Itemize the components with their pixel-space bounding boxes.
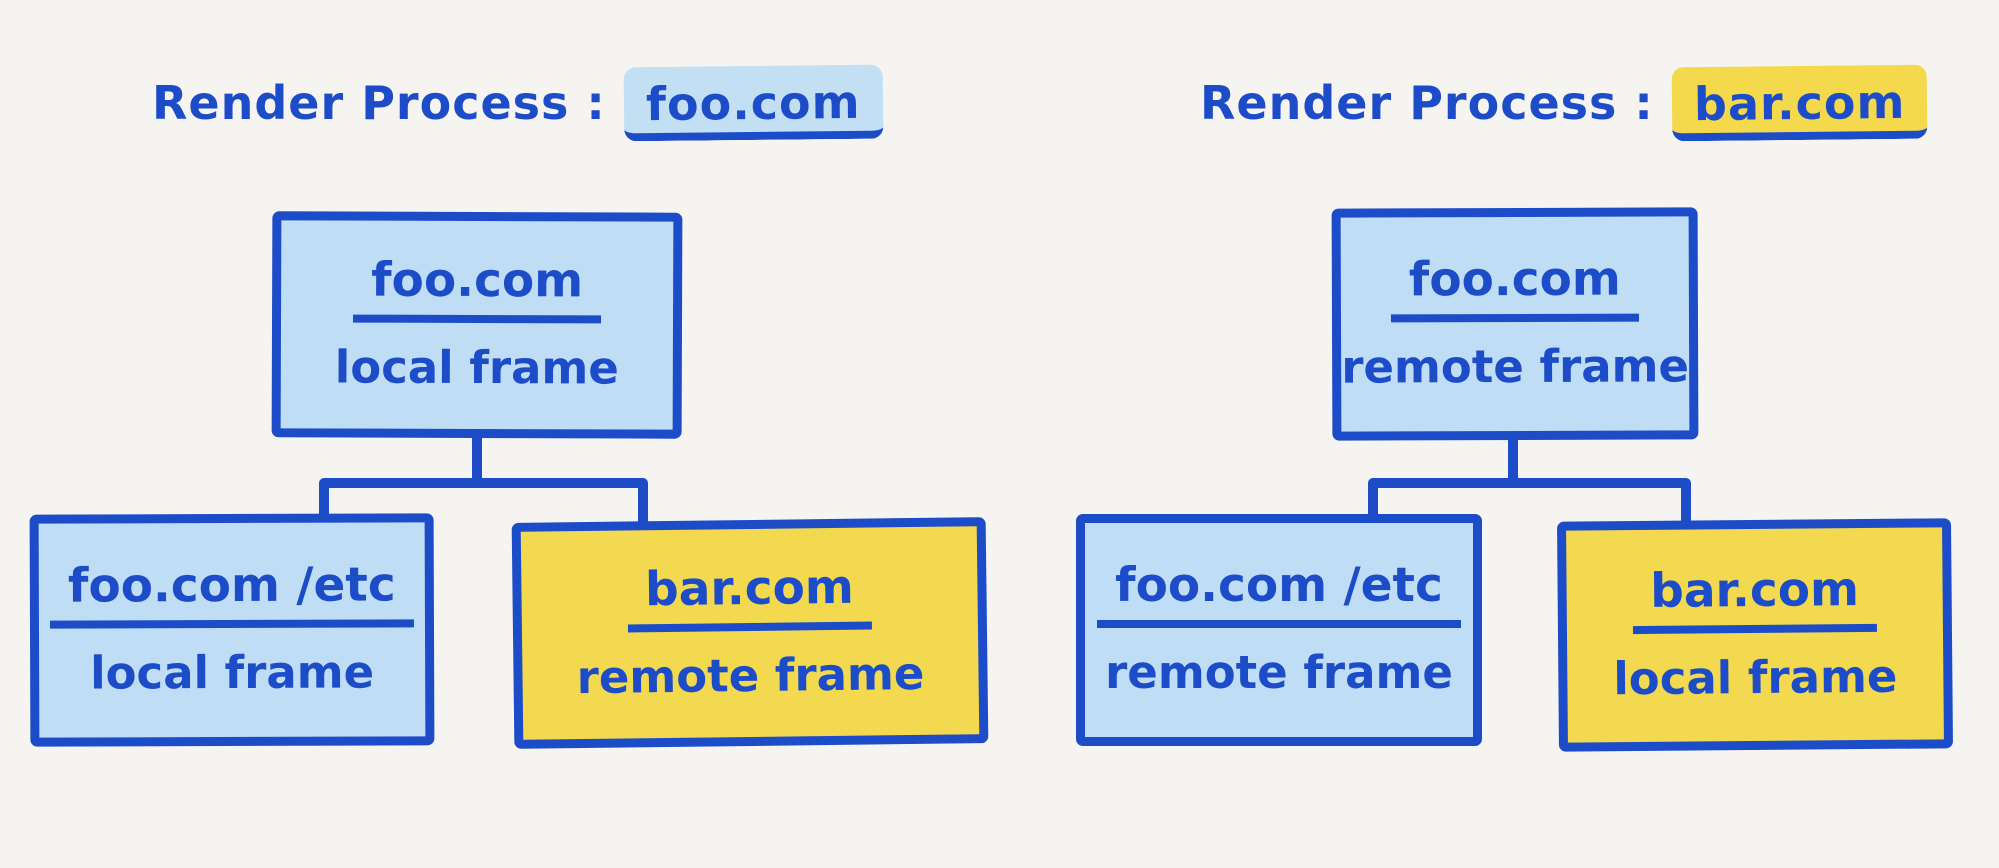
title-prefix: Render Process : <box>152 76 606 130</box>
right-child-frame-node-foo-etc: foo.com /etc remote frame <box>1076 514 1482 746</box>
frame-domain: bar.com <box>1631 562 1878 635</box>
right-root-frame-node: foo.com remote frame <box>1331 207 1699 441</box>
frame-type-label: local frame <box>90 645 375 700</box>
frame-domain: bar.com <box>626 560 873 633</box>
left-child-frame-node-bar: bar.com remote frame <box>511 517 989 749</box>
frame-domain: foo.com <box>352 252 602 324</box>
left-root-frame-node: foo.com local frame <box>271 211 683 439</box>
title-prefix: Render Process : <box>1200 76 1654 130</box>
right-child-frame-node-bar: bar.com local frame <box>1557 518 1953 752</box>
frame-type-label: remote frame <box>1341 339 1690 394</box>
render-process-title-foo: Render Process : foo.com <box>152 64 883 142</box>
render-process-title-bar: Render Process : bar.com <box>1200 64 1928 142</box>
frame-type-label: remote frame <box>1105 646 1453 700</box>
left-child-frame-node-foo-etc: foo.com /etc local frame <box>29 513 435 747</box>
title-domain-highlight-foo: foo.com <box>623 64 883 142</box>
frame-type-label: remote frame <box>576 647 925 705</box>
frame-type-label: local frame <box>1613 649 1898 706</box>
frame-type-label: local frame <box>334 340 619 395</box>
frame-domain: foo.com <box>1390 251 1639 323</box>
frame-domain: foo.com /etc <box>49 557 414 629</box>
frame-domain: foo.com /etc <box>1097 561 1461 629</box>
title-domain-highlight-bar: bar.com <box>1671 64 1928 142</box>
